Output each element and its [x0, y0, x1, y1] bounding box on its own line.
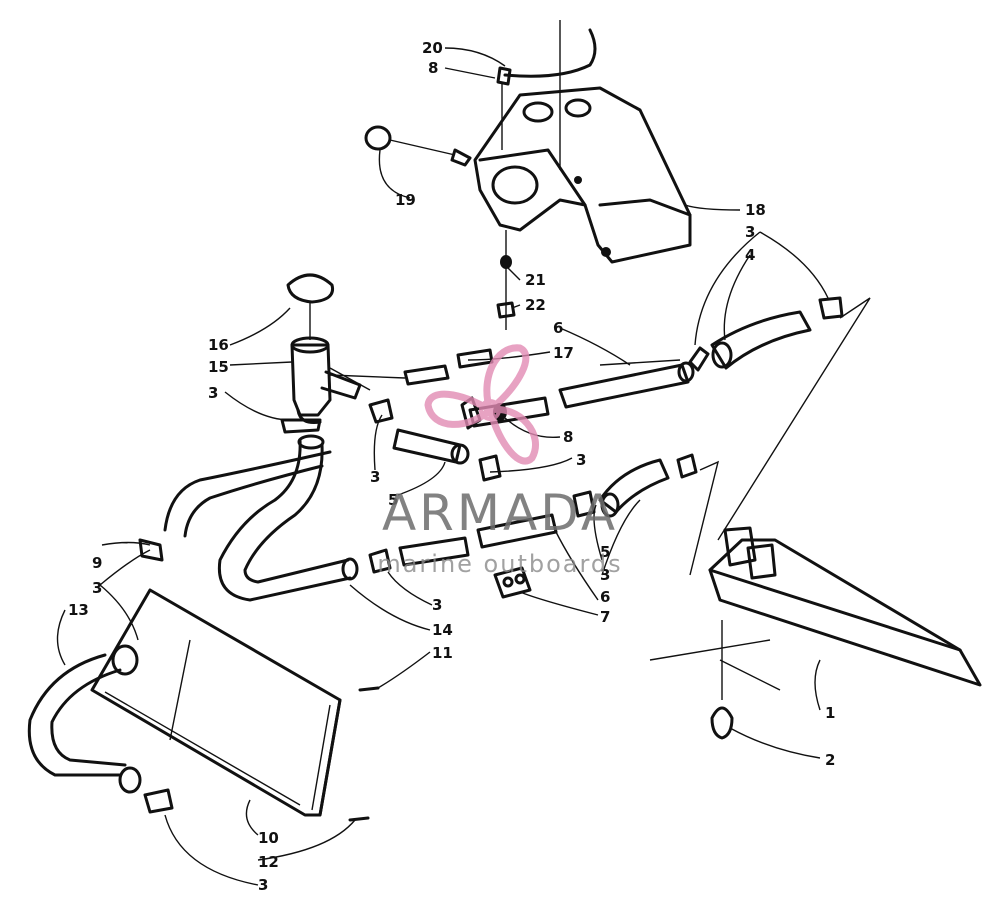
heat-exchanger — [90, 588, 342, 817]
callout-17: 17 — [553, 344, 574, 362]
callout-3-left: 3 — [92, 579, 102, 597]
upper-tubes — [329, 296, 844, 409]
tank-cap — [364, 125, 472, 167]
callout-10: 10 — [258, 829, 279, 847]
callout-6-lower: 6 — [600, 588, 610, 606]
callout-8-top: 8 — [428, 59, 438, 77]
radiator-outlet-hose — [27, 644, 174, 814]
callout-8-mid: 8 — [563, 428, 573, 446]
drain-fittings — [496, 230, 516, 330]
callout-6-upper: 6 — [553, 319, 563, 337]
callout-14: 14 — [432, 621, 453, 639]
leader-zigzag-lower — [689, 460, 720, 576]
hose-clamp-upper — [688, 346, 710, 372]
callout-leaders — [56, 47, 829, 886]
middle-tubes — [368, 396, 550, 482]
armada-watermark: ARMADA marine outboards — [377, 344, 622, 578]
cooling-plate — [649, 526, 982, 691]
callout-11: 11 — [432, 644, 453, 662]
callout-19: 19 — [395, 191, 416, 209]
drain-plug-lower — [348, 816, 370, 822]
drain-plug-upper — [358, 686, 380, 692]
callout-21: 21 — [525, 271, 546, 289]
propeller-icon — [424, 344, 539, 465]
radiator-inlet-hose — [163, 450, 332, 532]
callout-13: 13 — [68, 601, 89, 619]
callout-3-bottom: 3 — [258, 876, 268, 894]
thermostat-fitting — [710, 620, 734, 740]
callout-22: 22 — [525, 296, 546, 314]
callout-20: 20 — [422, 39, 443, 57]
callout-9: 9 — [92, 554, 102, 572]
coolant-tank — [473, 86, 692, 264]
callout-3-neck: 3 — [208, 384, 218, 402]
callout-18: 18 — [745, 201, 766, 219]
lower-tubes — [368, 490, 596, 599]
callout-3-lower-mid: 3 — [432, 596, 442, 614]
callout-1: 1 — [825, 704, 835, 722]
long-hose — [217, 434, 359, 602]
callout-3-mid-left: 3 — [370, 468, 380, 486]
callout-2: 2 — [825, 751, 835, 769]
callout-5-left: 5 — [388, 491, 398, 509]
callout-16: 16 — [208, 336, 229, 354]
filler-neck — [280, 273, 362, 434]
callout-4: 4 — [745, 246, 755, 264]
callout-7: 7 — [600, 608, 610, 626]
callout-3-top-right: 3 — [745, 223, 755, 241]
vent-hose — [496, 20, 597, 170]
callout-3-mid-right: 3 — [576, 451, 586, 469]
callout-3-lower-right: 3 — [600, 566, 610, 584]
leader-zigzag-upper — [717, 297, 871, 541]
callout-15: 15 — [208, 358, 229, 376]
callout-12: 12 — [258, 853, 279, 871]
watermark-brand: ARMADA — [382, 484, 618, 542]
callout-5-right: 5 — [600, 543, 610, 561]
watermark-tagline: marine outboards — [377, 550, 622, 578]
